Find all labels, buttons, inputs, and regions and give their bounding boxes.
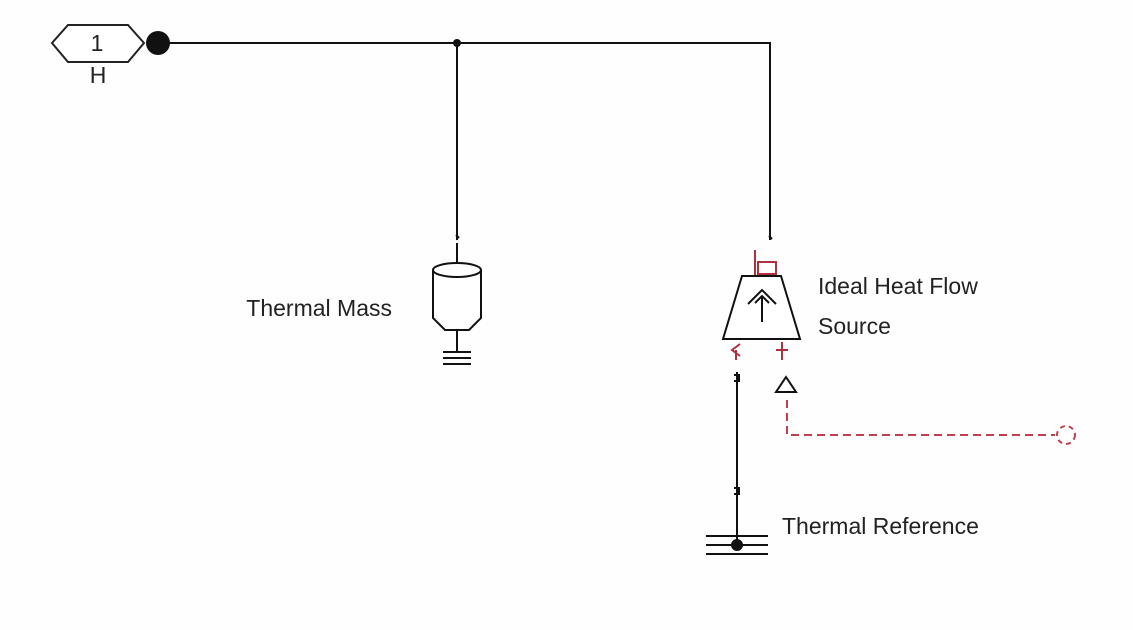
heat-source-label-line1: Ideal Heat Flow [818, 273, 978, 299]
unconnected-line-end-icon[interactable] [1056, 425, 1076, 445]
thermal-mass-label: Thermal Mass [246, 295, 392, 321]
junction-dot [453, 39, 461, 47]
inport-block[interactable]: 1 H [50, 24, 146, 88]
thermal-mass-block[interactable] [432, 234, 482, 365]
heat-source-label-line2: Source [818, 313, 891, 339]
thermal-reference-block[interactable] [706, 487, 768, 555]
inport-number: 1 [91, 30, 104, 56]
signal-input-triangle-icon [774, 375, 798, 393]
thermal-reference-label: Thermal Reference [782, 513, 979, 539]
port-top [754, 250, 777, 276]
inport-name: H [90, 62, 107, 88]
unconnected-signal-line[interactable] [786, 400, 1055, 436]
physical-connection-lines[interactable] [158, 42, 771, 545]
heat-flow-arrow-icon [747, 288, 777, 322]
ideal-heat-flow-source-block[interactable] [721, 235, 802, 393]
port-bottom [730, 342, 788, 360]
